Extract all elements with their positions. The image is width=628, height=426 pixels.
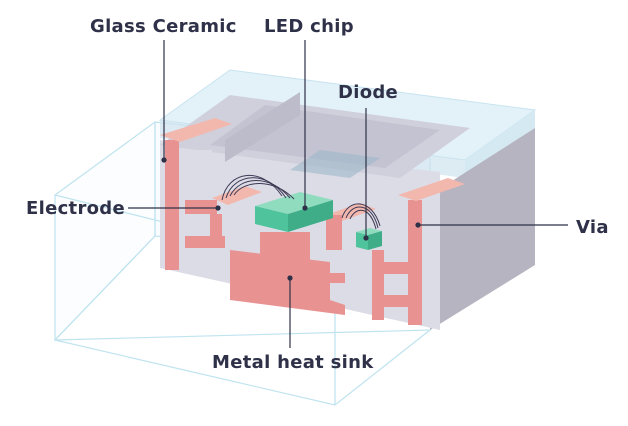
label-metal-heat-sink: Metal heat sink xyxy=(212,352,374,373)
leader-lines xyxy=(128,40,568,348)
label-electrode: Electrode xyxy=(26,198,125,219)
label-diode: Diode xyxy=(338,82,398,103)
label-via: Via xyxy=(576,217,609,238)
led-chip xyxy=(255,192,333,232)
diode xyxy=(356,228,382,250)
label-led-chip: LED chip xyxy=(264,16,354,37)
metal-parts xyxy=(160,118,465,325)
label-glass-ceramic: Glass Ceramic xyxy=(90,16,237,37)
bond-wires xyxy=(221,174,381,230)
